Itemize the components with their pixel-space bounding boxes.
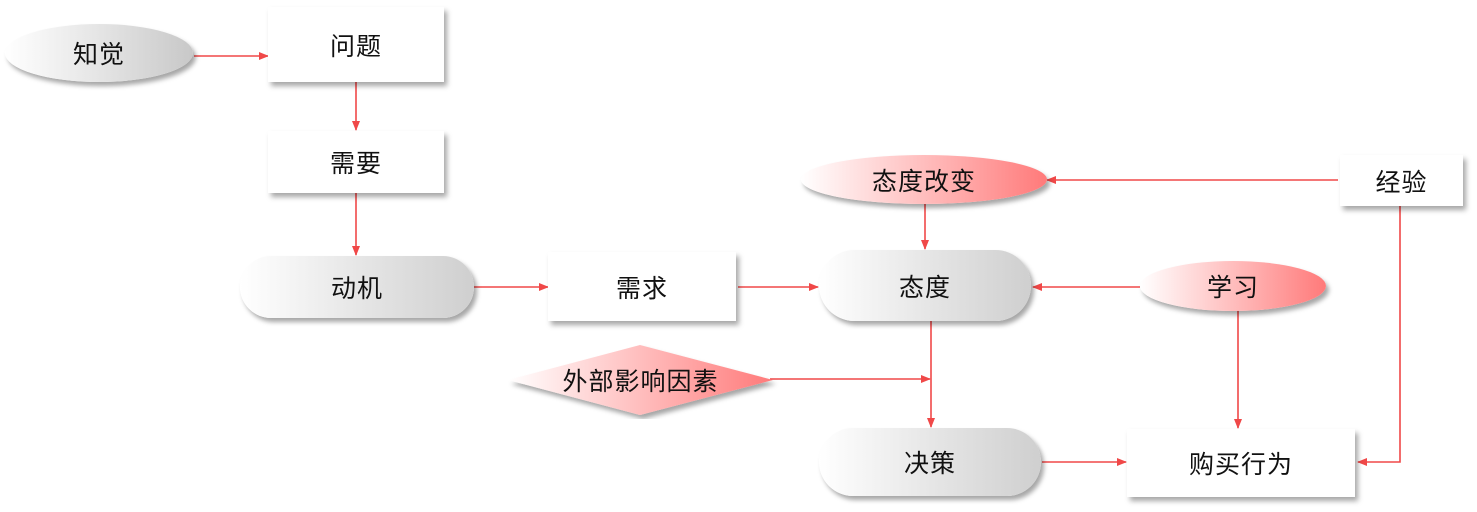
node-demand: 需求 <box>548 252 736 321</box>
node-attitude-change: 态度改变 <box>801 155 1047 204</box>
node-need-label: 需要 <box>329 149 382 178</box>
node-purchase-behavior: 购买行为 <box>1127 429 1355 497</box>
arrow-experience-to-purchase <box>1357 206 1401 466</box>
node-attitude: 态度 <box>819 250 1031 321</box>
node-experience: 经验 <box>1340 155 1463 206</box>
node-perception-label: 知觉 <box>72 40 125 69</box>
node-problem-label: 问题 <box>329 31 382 61</box>
node-perception: 知觉 <box>5 24 193 82</box>
node-demand-label: 需求 <box>615 273 668 303</box>
node-motive: 动机 <box>240 256 474 318</box>
node-external-factors: 外部影响因素 <box>508 345 773 415</box>
node-motive-label: 动机 <box>330 274 383 303</box>
node-attitude-change-label: 态度改变 <box>871 166 976 196</box>
node-external-factors-label: 外部影响因素 <box>562 367 719 396</box>
node-decision-label: 决策 <box>903 449 956 478</box>
node-decision: 决策 <box>819 428 1041 496</box>
node-attitude-label: 态度 <box>898 272 951 302</box>
node-learning: 学习 <box>1140 261 1326 311</box>
node-purchase-behavior-label: 购买行为 <box>1188 450 1293 479</box>
node-problem: 问题 <box>268 7 444 82</box>
node-learning-label: 学习 <box>1206 273 1259 302</box>
node-need: 需要 <box>268 131 444 193</box>
node-experience-label: 经验 <box>1375 167 1428 197</box>
node-external-factors-shape <box>508 345 773 415</box>
